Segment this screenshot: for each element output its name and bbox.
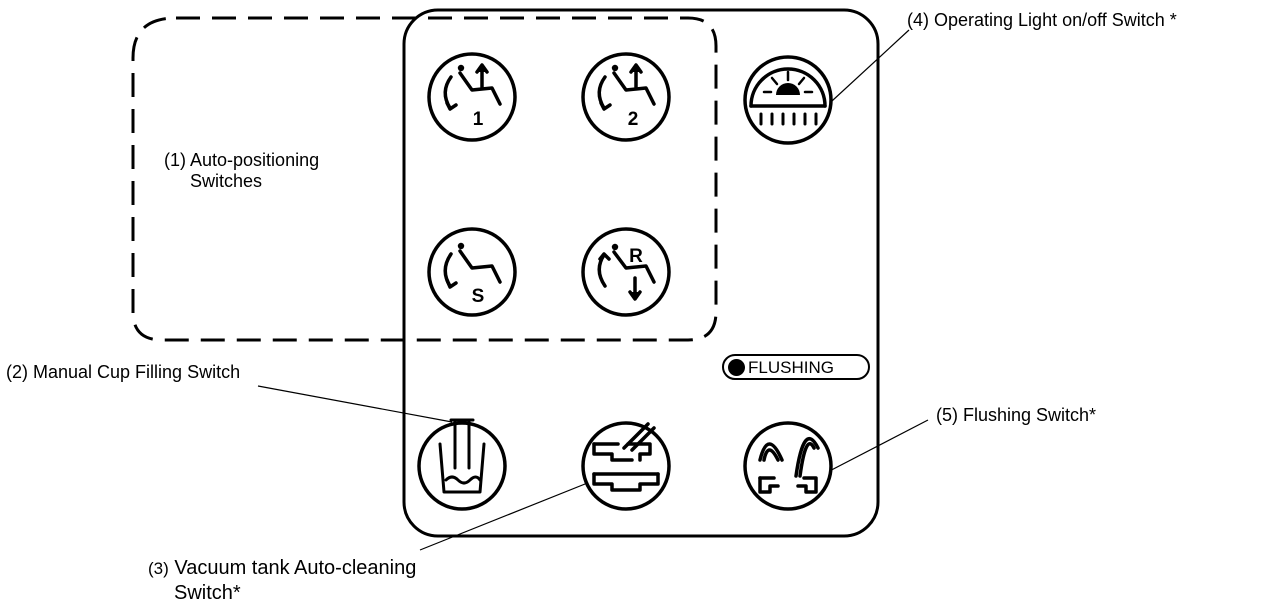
callout-auto-positioning: (1) Auto-positioning Switches — [164, 150, 319, 192]
flushing-indicator: FLUSHING — [722, 354, 870, 380]
operating-light-button[interactable] — [743, 55, 833, 145]
flushing-button[interactable] — [743, 421, 833, 511]
flushing-indicator-label: FLUSHING — [748, 358, 834, 377]
return-position-button[interactable]: R — [581, 227, 671, 317]
callout-vacuum-tank: (3) Vacuum tank Auto-cleaning Switch* — [148, 556, 416, 605]
flushing-icon — [758, 436, 820, 494]
position-1-button[interactable]: 1 — [427, 52, 517, 142]
callout-auto-positioning-number: (1) — [164, 150, 186, 170]
position-1-glyph: 1 — [473, 109, 484, 130]
flushing-indicator-lamp — [728, 359, 745, 376]
operating-light-icon — [749, 67, 827, 126]
auto-positioning-group-outline — [131, 16, 718, 342]
callout-auto-positioning-title: Auto-positioning — [190, 150, 320, 170]
position-2-button[interactable]: 2 — [581, 52, 671, 142]
callout-operating-light: (4) Operating Light on/off Switch * — [907, 10, 1177, 30]
chair-position-1-icon — [443, 63, 502, 111]
callout-vacuum-tank-line1: (3) Vacuum tank Auto-cleaning — [148, 556, 416, 581]
leader-line-vacuum-tank — [419, 477, 601, 551]
callout-vacuum-tank-title: Vacuum tank Auto-cleaning — [174, 557, 417, 579]
leader-line-cup-filling — [257, 385, 453, 423]
callout-flushing-switch: (5) Flushing Switch* — [936, 405, 1097, 425]
leader-line-operating-light — [819, 29, 910, 113]
spit-position-glyph: S — [472, 286, 485, 307]
callout-auto-positioning-line2: Switches — [190, 171, 263, 191]
cup-filling-icon — [438, 418, 486, 494]
vacuum-cleaning-button[interactable] — [581, 421, 671, 511]
chair-position-2-icon — [597, 63, 656, 111]
callout-vacuum-tank-line2: Switch* — [174, 582, 241, 604]
position-2-glyph: 2 — [628, 109, 639, 130]
panel-outline — [402, 8, 880, 538]
callout-vacuum-tank-number: (3) — [148, 559, 169, 578]
cup-filling-button[interactable] — [417, 418, 507, 511]
spit-position-button[interactable]: S — [427, 227, 517, 317]
chair-return-position-icon — [597, 243, 656, 301]
vacuum-tank-cleaning-icon — [592, 422, 660, 492]
callout-auto-positioning-line1: (1) Auto-positioning — [164, 150, 319, 171]
callout-cup-filling: (2) Manual Cup Filling Switch — [6, 362, 241, 382]
leader-line-flushing — [815, 419, 929, 479]
return-position-glyph: R — [629, 246, 643, 267]
chair-spit-position-icon — [443, 242, 502, 289]
